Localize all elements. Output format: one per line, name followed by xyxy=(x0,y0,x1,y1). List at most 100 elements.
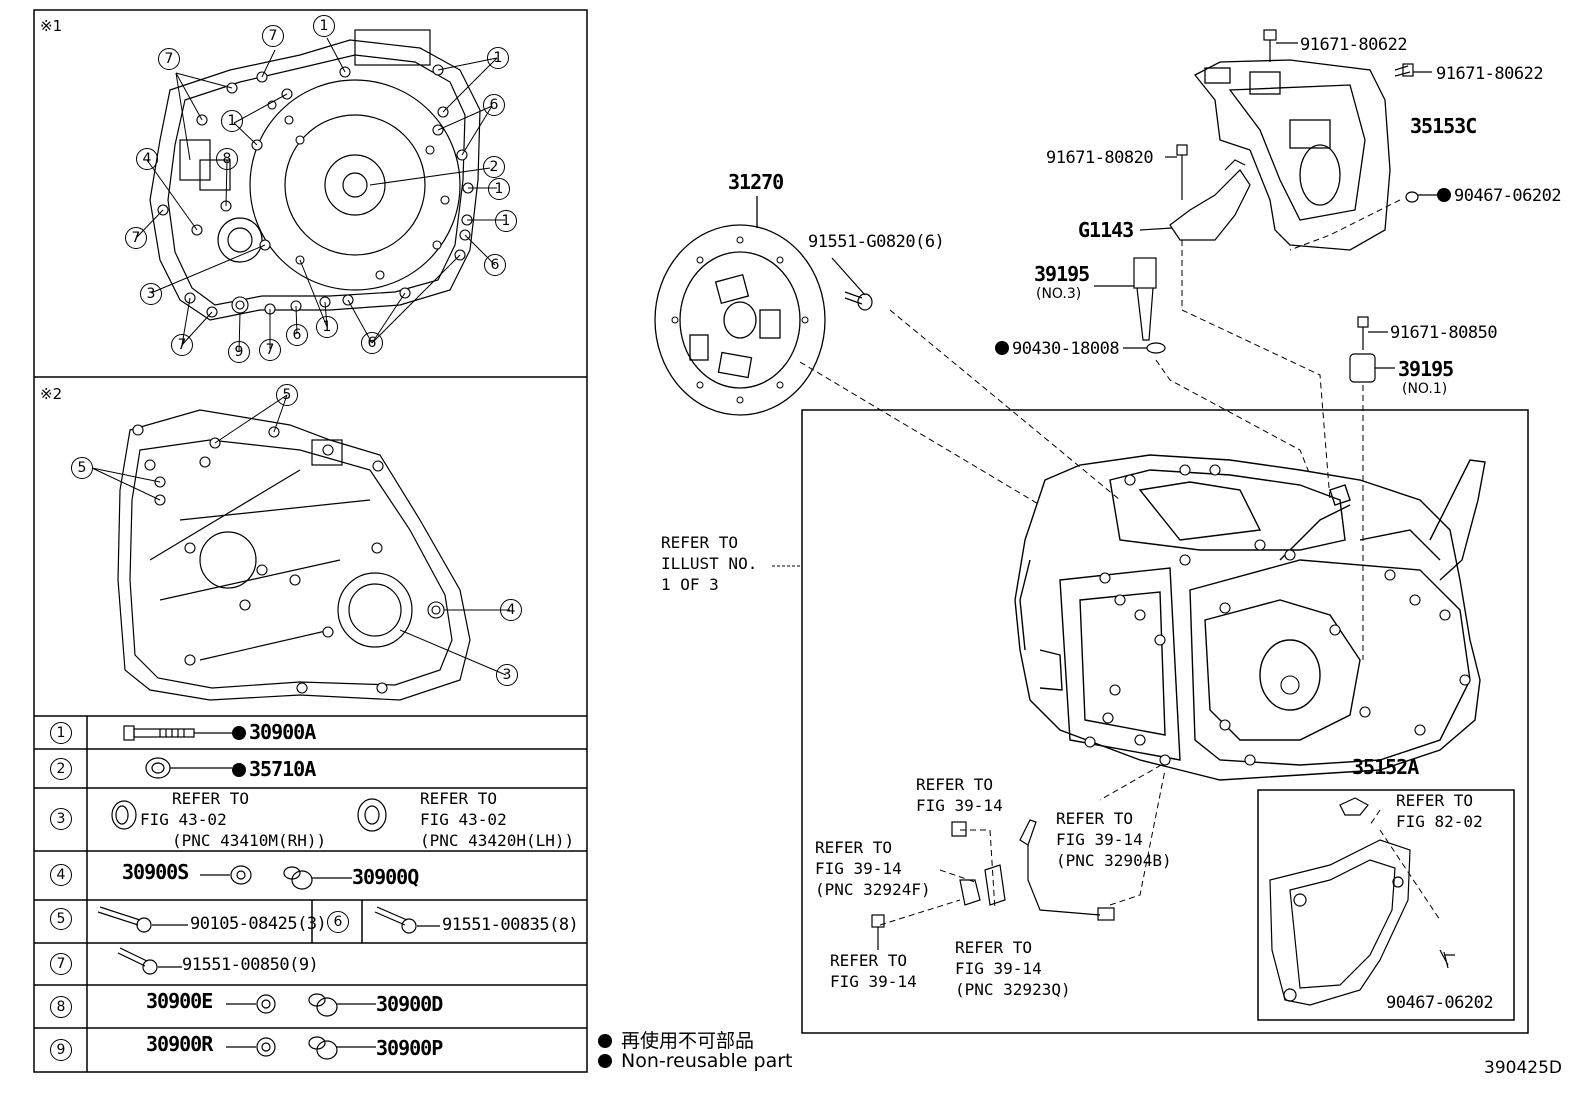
flywheel-bolt xyxy=(831,257,873,311)
label-90430-18008: 90430-18008 xyxy=(995,339,1120,359)
label-91671-80820: 91671-80820 xyxy=(1046,148,1154,168)
label-90467-06202-bottom: 90467-06202 xyxy=(1386,993,1494,1013)
callout-5: 5 xyxy=(276,384,298,406)
part-30900q: 30900Q xyxy=(352,865,419,889)
table-dividers xyxy=(34,716,587,1072)
refer-fig-39-14-d: REFER TO FIG 39-14 xyxy=(830,951,917,991)
refer-fig-82-02: REFER TO FIG 82-02 xyxy=(1396,791,1483,831)
part-30900a: 30900A xyxy=(232,720,316,744)
case-face-drawing-1 xyxy=(149,29,481,321)
callout-1: 1 xyxy=(488,178,510,200)
diagram-id: 390425D xyxy=(1484,1058,1562,1078)
part-35710a: 35710A xyxy=(232,757,316,781)
legend-english: Non-reusable part xyxy=(598,1050,792,1072)
label-39195-no3-sub: (NO.3) xyxy=(1036,286,1082,302)
bracket-35153c-drawing xyxy=(1193,59,1391,251)
callout-5: 5 xyxy=(71,457,93,479)
callout-1: 1 xyxy=(316,316,338,338)
panel-tag-1: ※1 xyxy=(40,17,63,35)
case-side-bolts-2 xyxy=(132,424,445,694)
mount-39195-no1-drawing xyxy=(1349,316,1395,383)
refer-fig-39-14-pnc-32924f: REFER TO FIG 39-14 (PNC 32924F) xyxy=(815,838,931,899)
callout-3: 3 xyxy=(496,664,518,686)
callout-1: 1 xyxy=(313,15,335,37)
row-number-9: 9 xyxy=(50,1039,72,1061)
refer-fig-39-14-pnc-32904b: REFER TO FIG 39-14 (PNC 32904B) xyxy=(1056,809,1172,870)
label-91551-g0820: 91551-G0820(6) xyxy=(808,232,945,252)
row-number-4: 4 xyxy=(50,864,72,886)
non-reusable-dot-icon xyxy=(995,341,1009,355)
label-39195-no1-sub: (NO.1) xyxy=(1402,381,1448,397)
callout-7: 7 xyxy=(125,227,147,249)
sensor-parts-drawing xyxy=(871,819,1115,950)
label-39195-no1: 39195 xyxy=(1398,357,1454,381)
case-face-bolts-1 xyxy=(157,64,474,318)
refer-illust-no-1: REFER TO ILLUST NO. 1 OF 3 xyxy=(661,533,758,594)
non-reusable-dot-icon xyxy=(1437,188,1451,202)
callout-1: 1 xyxy=(495,210,517,232)
label-g1143: G1143 xyxy=(1078,218,1134,242)
callout-6: 6 xyxy=(483,94,505,116)
label-39195-no3: 39195 xyxy=(1034,262,1090,286)
callout-4: 4 xyxy=(136,148,158,170)
disc-rivets xyxy=(671,236,809,404)
callout-7: 7 xyxy=(171,334,193,356)
callout-1: 1 xyxy=(221,110,243,132)
non-reusable-dot-icon xyxy=(598,1034,612,1048)
row-number-3: 3 xyxy=(50,808,72,830)
dashed-connectors xyxy=(799,199,1441,926)
label-35153c: 35153C xyxy=(1410,114,1477,138)
callout-7: 7 xyxy=(259,339,281,361)
callout-7: 7 xyxy=(158,48,180,70)
callout-3: 3 xyxy=(140,283,162,305)
row-number-7: 7 xyxy=(50,953,72,975)
transmission-bolts xyxy=(1084,464,1471,766)
part-91551-00835: 91551-00835(8) xyxy=(442,915,579,935)
label-90467-06202-top: 90467-06202 xyxy=(1437,186,1562,206)
non-reusable-dot-icon xyxy=(232,726,246,740)
mount-39195-no3-drawing xyxy=(1094,257,1166,354)
row-number-2: 2 xyxy=(50,758,72,780)
label-91671-80850: 91671-80850 xyxy=(1390,323,1498,343)
callout-8: 8 xyxy=(216,148,238,170)
part-30900r: 30900R xyxy=(146,1032,213,1056)
label-91671-80622-top: 91671-80622 xyxy=(1300,35,1408,55)
refer-fig-39-14-pnc-32923q: REFER TO FIG 39-14 (PNC 32923Q) xyxy=(955,938,1071,999)
refer-fig-39-14-a: REFER TO FIG 39-14 xyxy=(916,775,1003,815)
row-number-1: 1 xyxy=(50,722,72,744)
part-90105-08425: 90105-08425(3) xyxy=(190,914,327,934)
part-30900d: 30900D xyxy=(376,992,443,1016)
part-91551-00850: 91551-00850(9) xyxy=(182,955,319,975)
legend-japanese: 再使用不可部品 xyxy=(598,1026,754,1053)
label-31270: 31270 xyxy=(728,170,784,194)
transmission-assembly-drawing xyxy=(1014,454,1486,781)
callout-6: 6 xyxy=(361,332,383,354)
row-number-8: 8 xyxy=(50,996,72,1018)
callout-6: 6 xyxy=(484,254,506,276)
callout-9: 9 xyxy=(228,341,250,363)
leader-lines-2 xyxy=(91,394,510,676)
case-side-drawing-2 xyxy=(117,409,471,701)
row-number-5: 5 xyxy=(50,908,72,930)
label-35152a: 35152A xyxy=(1352,755,1419,779)
refer-fig-43-02-rh: REFER TO FIG 43-02 (PNC 43410M(RH)) xyxy=(140,789,327,850)
label-91671-80622-right: 91671-80622 xyxy=(1436,64,1544,84)
panel-tag-2: ※2 xyxy=(40,385,63,403)
clip-g1143-drawing xyxy=(1139,159,1251,241)
assembly-35152a-drawing xyxy=(1269,797,1455,1006)
top-bolts xyxy=(1165,29,1437,203)
part-30900p: 30900P xyxy=(376,1036,443,1060)
non-reusable-dot-icon xyxy=(598,1054,612,1068)
table-icons xyxy=(97,725,440,1060)
row-number-6: 6 xyxy=(327,911,349,933)
refer-fig-43-02-lh: REFER TO FIG 43-02 (PNC 43420H(LH)) xyxy=(420,789,575,850)
part-30900e: 30900E xyxy=(146,989,213,1013)
part-30900s: 30900S xyxy=(122,860,189,884)
callout-1: 1 xyxy=(487,47,509,69)
callout-6: 6 xyxy=(286,324,308,346)
callout-7: 7 xyxy=(262,25,284,47)
callout-2: 2 xyxy=(483,156,505,178)
clutch-disc-drawing xyxy=(654,196,826,416)
non-reusable-dot-icon xyxy=(232,763,246,777)
